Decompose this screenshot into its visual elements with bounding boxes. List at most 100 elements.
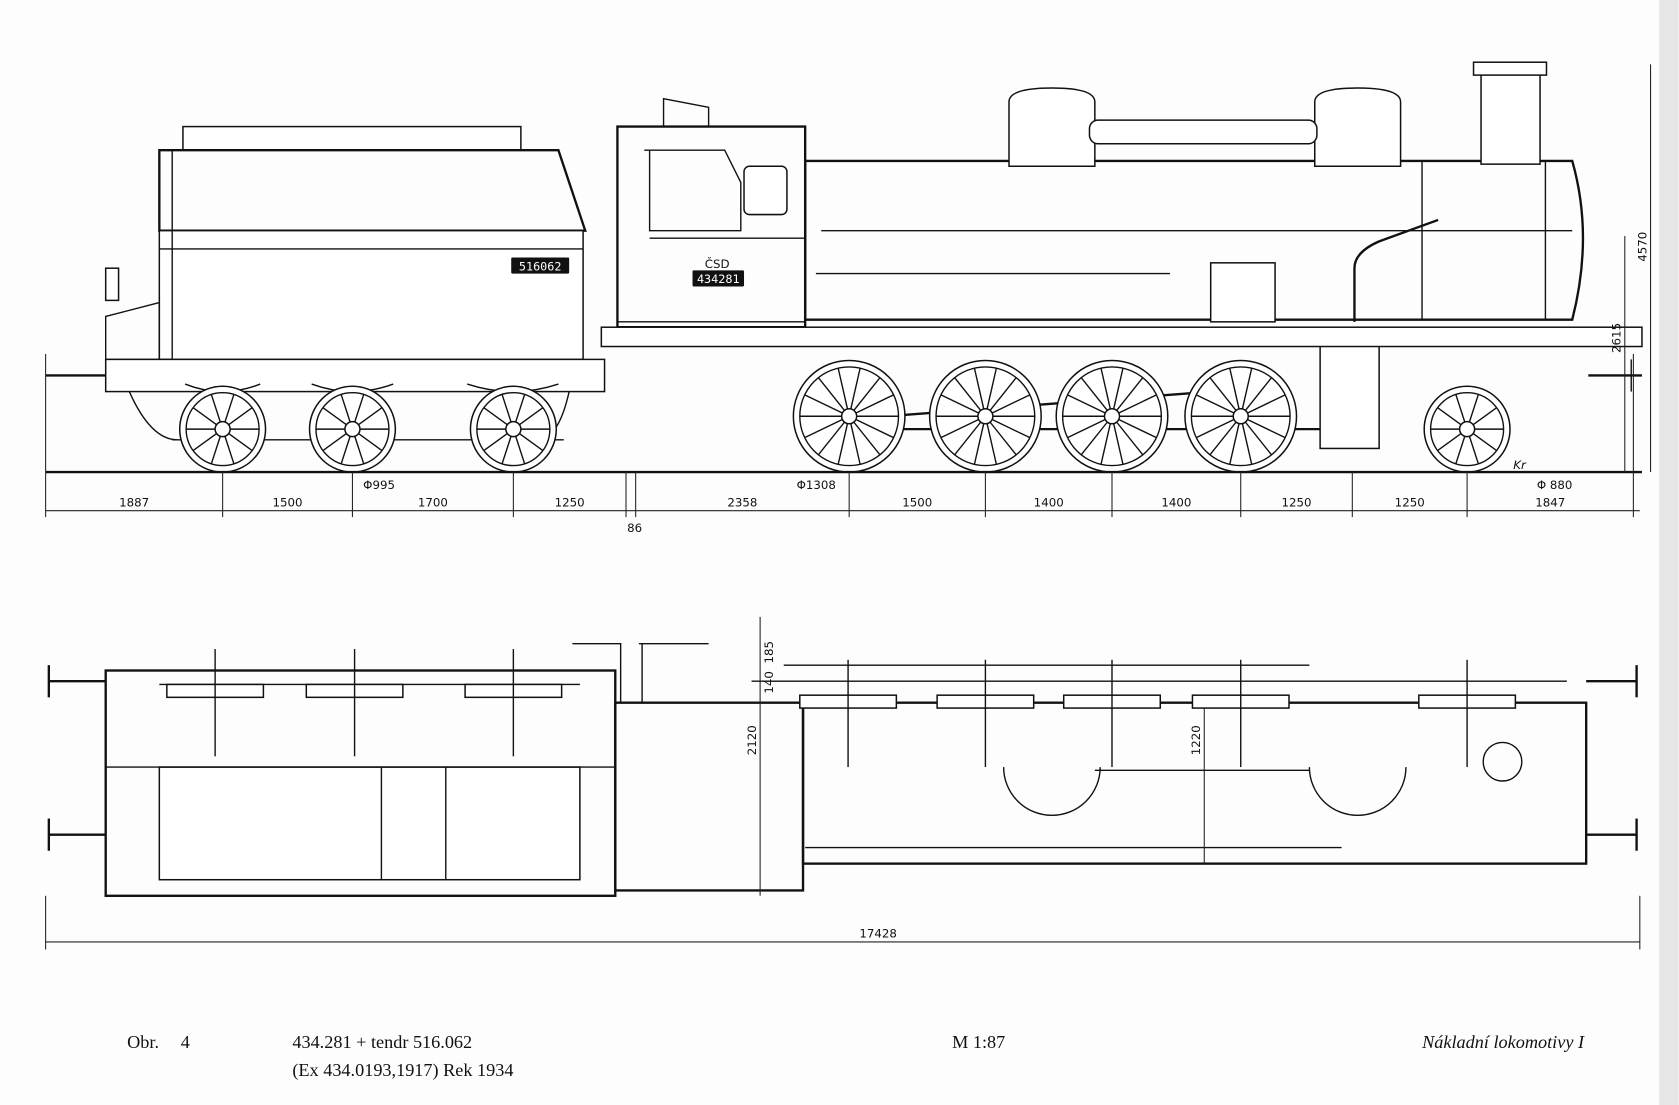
driver-wheel-diameter: Φ1308 [797,478,836,492]
wheel-spoke [228,407,253,426]
wheel-spoke [1209,377,1237,411]
dimension-label: 2358 [727,495,757,509]
wheel-hub [344,420,361,438]
dim-plan-140: 140 [762,671,776,694]
figure-number: 4 [181,1032,190,1052]
dimension-label: 1250 [555,495,585,509]
book-section-title: Nákladní lokomotivy I [1421,1032,1585,1052]
wheel-spoke [1229,367,1240,410]
wheel-spoke [940,394,979,414]
loco-frame [600,326,1643,348]
wheel-spoke [1468,394,1480,423]
wheel-spoke [837,423,849,465]
wheel-spoke [1455,394,1466,423]
wheel-spoke [940,418,979,439]
wheel-spoke [1067,418,1106,439]
wheel [1055,359,1169,473]
wheel-spoke [989,421,1017,456]
wheel [469,385,558,473]
wheel-spoke [850,423,861,465]
wheel-spoke [837,367,849,410]
wheel [792,359,906,473]
wheel-spoke [986,423,998,465]
wheel-hub [1103,407,1121,425]
wheel [1423,385,1511,473]
wheel-spoke [991,418,1031,439]
plan-dimensions: 2120 1220 185 140 17428 [45,616,1641,950]
dimension-label: 1887 [119,495,149,509]
tender-number: 516062 [519,259,562,273]
wheel-spoke [322,407,347,426]
boiler [803,61,1585,450]
wheel-spoke [1067,394,1106,414]
wheel-spoke [1112,423,1124,465]
wheel-spoke [1244,377,1273,411]
wheel-spoke [519,407,544,426]
cab [616,97,807,329]
wheel-spoke [483,407,508,426]
wheel-spoke [340,436,351,465]
wheel-spoke [358,407,383,426]
wheel-spoke [224,436,235,465]
tender-wheel-diameter: Φ995 [363,478,395,492]
wheel [308,385,397,473]
wheel-spoke [340,394,351,423]
wheel-spoke [358,432,383,452]
wheel-spoke [1241,367,1253,410]
wheel-spoke [228,432,253,452]
tender-number-plate: 516062 [511,257,570,274]
dim-total-height: 4570 [1635,232,1649,262]
wheel-spoke [1437,432,1462,452]
wheel-spoke [991,394,1031,414]
wheel-spoke [1118,418,1157,439]
wheel-spoke [853,377,881,411]
wheel-spoke [989,377,1017,411]
plan-view [47,642,1638,897]
wheel-spoke [1472,407,1498,426]
wheel-spoke [1118,394,1157,414]
wheel-hub [1232,407,1249,425]
figure-label: Obr. [127,1032,159,1052]
wheel-spoke [192,432,217,452]
wheel-spoke [483,432,508,452]
wheel-spoke [804,394,843,414]
wheel-spoke [1247,394,1286,414]
wheel-spoke [954,421,982,456]
wheel-spoke [853,421,881,456]
wheel-spoke [210,394,221,423]
dimension-label: 1847 [1535,495,1565,509]
height-dimensions: 4570 2615 [1610,64,1652,473]
wheel-spoke [501,436,512,465]
wheel-spoke [850,367,861,410]
wheel-spoke [1080,421,1108,456]
wheel-spoke [1229,423,1240,465]
dimension-label: 1400 [1034,495,1064,509]
wheel-spoke [515,394,526,423]
wheel-spoke [973,423,985,465]
wheel-spoke [973,367,985,410]
dimension-label: 1400 [1161,495,1191,509]
wheel-spoke [954,377,982,411]
wheel-spoke [354,436,365,465]
side-elevation: 516062 ČSD 434281 [45,61,1643,474]
wheel-hub [214,420,231,438]
operator-mark-csd: ČSD [705,256,730,271]
scan-edge-shadow [1659,0,1679,1105]
caption-title-line1: 434.281 + tendr 516.062 [292,1032,472,1052]
wheel-spoke [1244,421,1273,456]
dim-gap-86: 86 [627,521,642,535]
wheel-spoke [1437,407,1462,426]
wheel-spoke [1100,423,1112,465]
loco-number: 434281 [697,272,740,286]
wheel-hub [977,407,994,425]
wheel-hub [840,407,858,425]
dimension-label: 1700 [418,495,448,509]
wheel-hub [1458,420,1476,438]
wheel-spoke [1455,436,1466,465]
wheel-spoke [1195,394,1235,414]
loco-number-plate: 434281 [692,270,745,287]
wheel-spoke [1195,418,1235,439]
